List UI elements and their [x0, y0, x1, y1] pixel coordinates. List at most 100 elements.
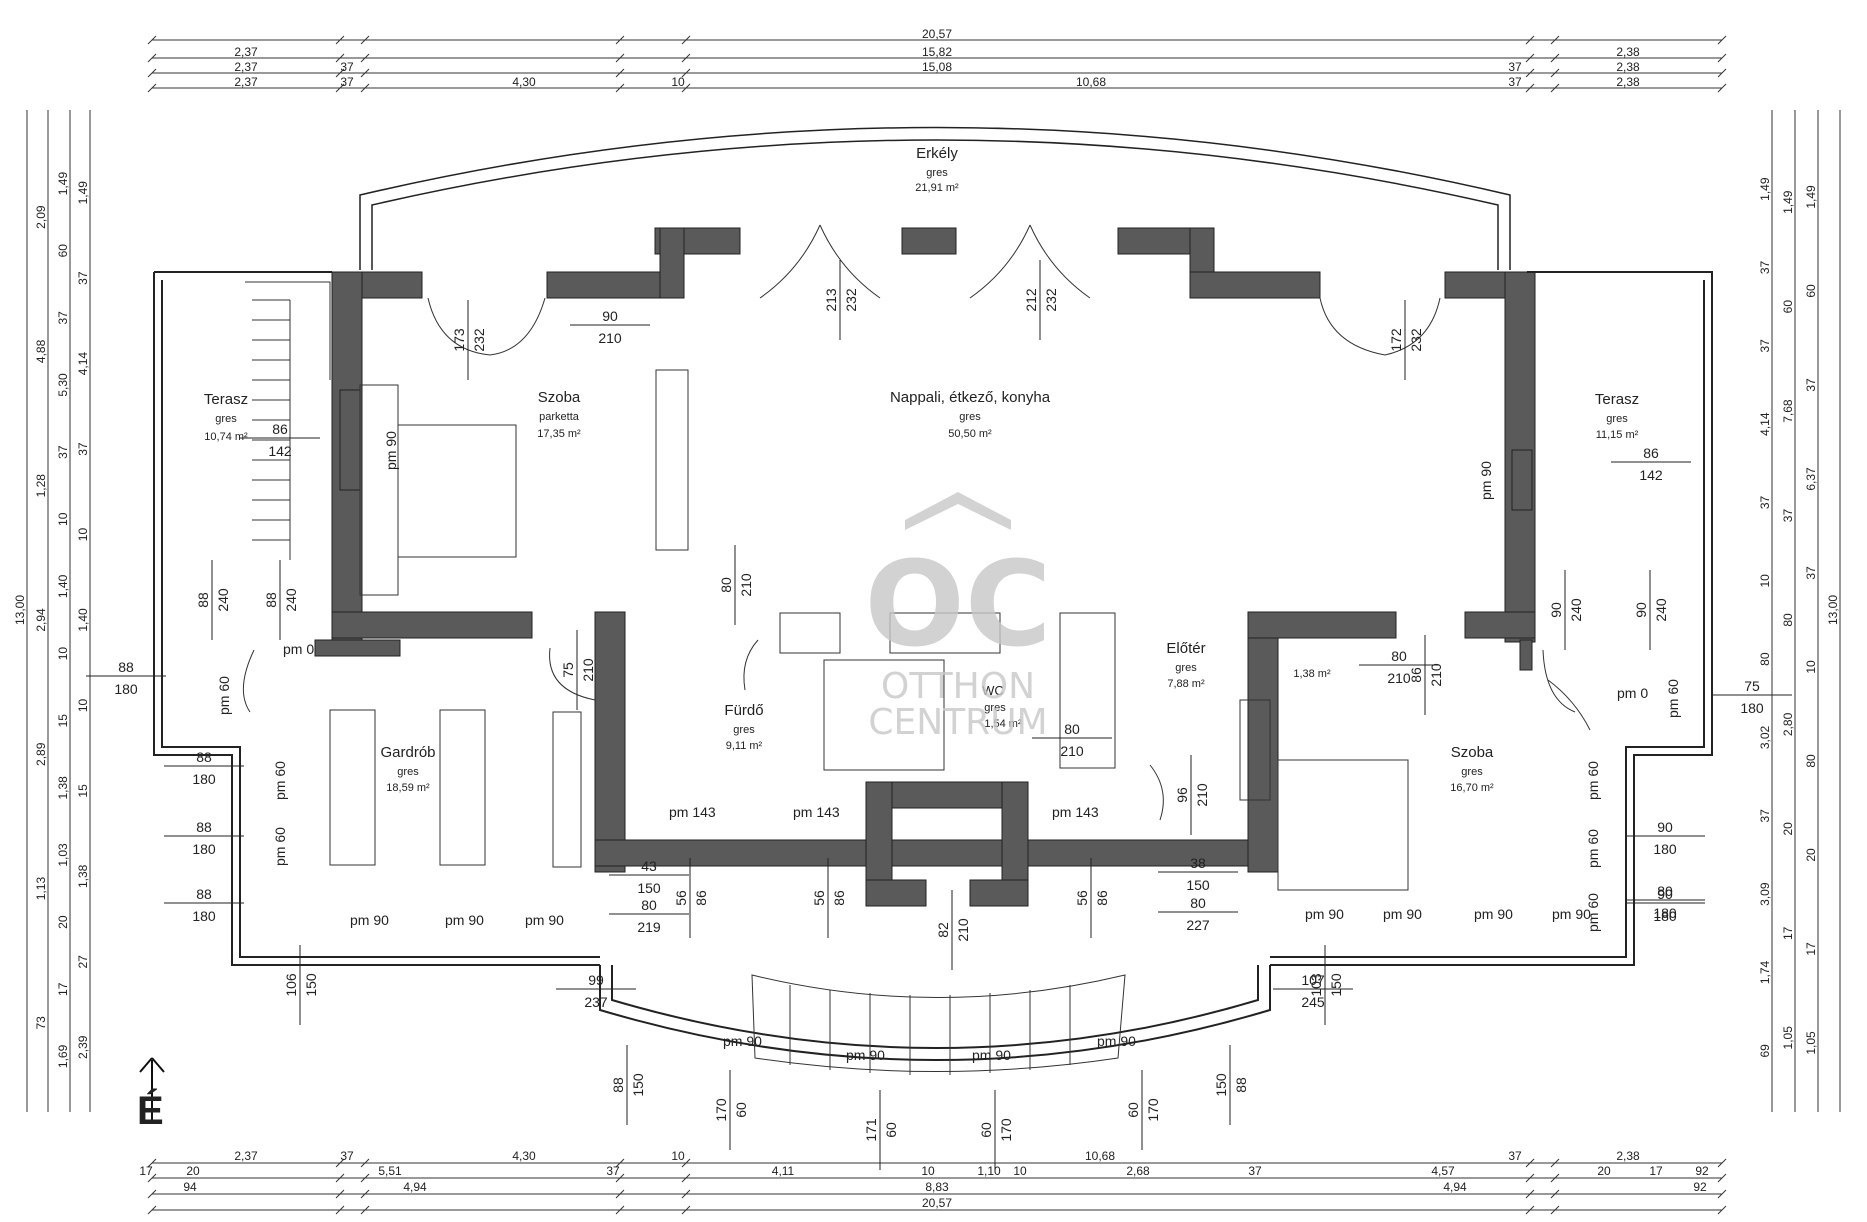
dim-label-vertical: 60 — [1804, 284, 1818, 298]
north-arrow: É — [137, 1057, 165, 1133]
room-area: 16,70 m² — [1450, 782, 1494, 794]
dim-label-vertical: 2,89 — [34, 742, 48, 766]
sill-label: pm 143 — [669, 804, 716, 820]
dim-label-vertical: 4,14 — [76, 352, 90, 376]
opening-width: 212 — [1023, 288, 1039, 312]
opening-width: 43 — [641, 858, 657, 874]
dim-label: 92 — [1695, 1164, 1709, 1178]
dim-label-vertical: 73 — [34, 1016, 48, 1030]
opening-width: 103 — [1308, 973, 1324, 997]
dim-tick — [1717, 68, 1727, 78]
dim-label: 2,37 — [234, 1149, 258, 1163]
opening-width: 56 — [1074, 890, 1090, 906]
dim-tick — [681, 53, 691, 63]
walls — [314, 227, 1536, 907]
sill-label: pm 90 — [723, 1033, 762, 1049]
opening-height: 86 — [831, 890, 847, 906]
room-name-bedroom-1: Szoba — [538, 389, 581, 406]
dim-tick — [335, 1158, 345, 1168]
dim-label-vertical: 5,30 — [56, 373, 70, 397]
dim-tick — [360, 1173, 370, 1183]
opening-width: 75 — [560, 662, 576, 678]
north-label: É — [137, 1088, 164, 1133]
room-name-bathroom: Fürdő — [724, 702, 763, 719]
opening-height: 180 — [1740, 700, 1764, 716]
opening-height: 150 — [303, 973, 319, 997]
dim-label-vertical: 80 — [1781, 613, 1795, 627]
room-area: 9,11 m² — [726, 740, 763, 752]
opening-width: 80 — [1190, 895, 1206, 911]
opening-width: 173 — [451, 328, 467, 352]
opening-width: 75 — [1744, 678, 1760, 694]
opening-height: 180 — [114, 681, 138, 697]
sill-label: pm 90 — [1305, 906, 1344, 922]
dim-label: 10 — [671, 75, 685, 89]
dim-tick — [1717, 1158, 1727, 1168]
opening-height: 86 — [693, 890, 709, 906]
watermark-line2: CENTRUM — [868, 702, 1047, 743]
dim-tick — [615, 35, 625, 45]
opening-height: 180 — [192, 841, 216, 857]
dim-label: 4,94 — [1443, 1180, 1467, 1194]
dim-label: 2,38 — [1616, 45, 1640, 59]
dim-tick — [1550, 1189, 1560, 1199]
sill-label: pm 143 — [793, 804, 840, 820]
dim-tick — [681, 1173, 691, 1183]
dim-label-vertical: 37 — [1758, 496, 1772, 510]
dim-label: 2,38 — [1616, 1149, 1640, 1163]
room-area: 11,15 m² — [1596, 429, 1639, 441]
sill-label: pm 90 — [525, 912, 564, 928]
opening-height: 150 — [630, 1073, 646, 1097]
room-floor: gres — [215, 413, 237, 425]
room-floor: gres — [1461, 766, 1483, 778]
opening-height: 232 — [843, 288, 859, 312]
dim-tick — [1550, 1158, 1560, 1168]
room-name-terrace-left: Terasz — [204, 391, 248, 408]
dim-tick — [615, 1158, 625, 1168]
room-name-wc: WC — [982, 683, 1004, 698]
opening-width: 150 — [1213, 1073, 1229, 1097]
room-floor: gres — [733, 724, 755, 736]
dim-label: 92 — [1693, 1180, 1707, 1194]
opening-height: 60 — [733, 1102, 749, 1118]
dim-label-vertical: 1,74 — [1758, 960, 1772, 984]
dim-label-vertical: 37 — [1781, 509, 1795, 523]
dim-bottom-total: 20,57 — [922, 1196, 952, 1210]
opening-height: 210 — [1428, 663, 1444, 687]
dim-label: 20 — [186, 1164, 200, 1178]
dim-label-vertical: 10 — [56, 512, 70, 526]
dim-label-vertical: 37 — [1758, 809, 1772, 823]
dim-tick — [615, 1205, 625, 1215]
dim-label: 17 — [139, 1164, 153, 1178]
dim-label-vertical: 6,37 — [1804, 467, 1818, 491]
room-name-living: Nappali, étkező, konyha — [890, 389, 1051, 406]
room-area: 21,91 m² — [915, 182, 959, 194]
dim-tick — [1525, 83, 1535, 93]
opening-width: 88 — [263, 592, 279, 608]
dim-tick — [335, 83, 345, 93]
opening-height: 232 — [1408, 328, 1424, 352]
dim-label: 37 — [340, 1149, 354, 1163]
dim-label: 2,68 — [1126, 1164, 1150, 1178]
